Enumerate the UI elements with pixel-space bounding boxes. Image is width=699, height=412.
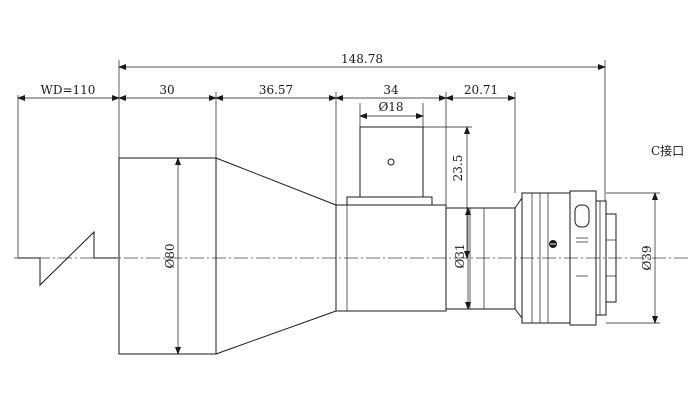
dim-34: 34	[383, 83, 399, 97]
dim-wd: WD=110	[41, 83, 96, 97]
side-port	[359, 126, 424, 198]
dim-30: 30	[159, 83, 174, 97]
break-line	[18, 230, 118, 287]
port-screw	[387, 158, 395, 166]
cone-body	[215, 157, 337, 355]
mount-label: C接口	[651, 143, 684, 158]
front-barrel	[118, 157, 217, 355]
side-port-base	[346, 196, 433, 206]
dim-overall: 148.78	[341, 52, 383, 66]
dim-dia31: Ø31	[453, 243, 467, 268]
dim-20-71: 20.71	[464, 83, 498, 97]
dim-36-57: 36.57	[259, 83, 293, 97]
dim-dia39: Ø39	[640, 245, 654, 270]
rear-body	[445, 207, 516, 310]
dim-dia18: Ø18	[378, 100, 403, 114]
dim-dia80: Ø80	[163, 243, 177, 268]
dim-23-5: 23.5	[451, 155, 465, 182]
